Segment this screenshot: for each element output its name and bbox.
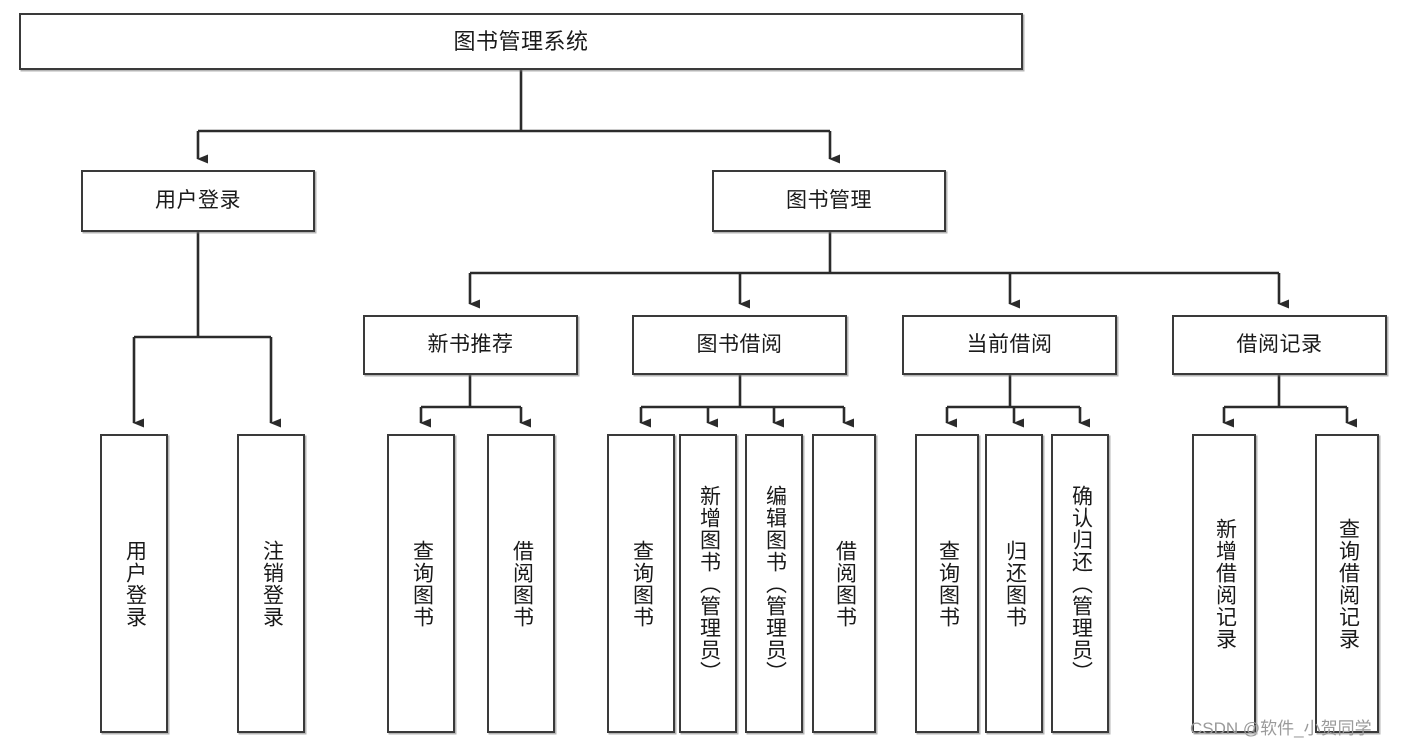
node-label: 新书推荐 [427,332,514,356]
node-leaf-return-book[interactable]: 归还图书 [985,434,1043,733]
node-leaf-add-borrow-record[interactable]: 新增借阅记录 [1192,434,1256,733]
node-leaf-edit-book[interactable]: 编辑图书（管理员） [745,434,803,733]
node-label: 查询图书 [630,539,654,628]
node-book-management[interactable]: 图书管理 [712,170,946,232]
node-label: 借阅图书 [510,539,534,628]
node-label: 用户登录 [155,188,241,212]
node-label: 查询图书 [410,539,434,628]
node-label: 归还图书 [1003,539,1027,628]
node-label: 确认归还（管理员） [1069,484,1093,683]
node-book-borrow[interactable]: 图书借阅 [632,315,847,375]
node-leaf-query-book-2[interactable]: 查询图书 [607,434,675,733]
node-label: 查询借阅记录 [1336,517,1360,650]
node-leaf-borrow-book-1[interactable]: 借阅图书 [487,434,555,733]
node-leaf-borrow-book-2[interactable]: 借阅图书 [812,434,876,733]
node-label: 借阅记录 [1236,332,1323,356]
node-leaf-logout-login[interactable]: 注销登录 [237,434,305,733]
node-leaf-query-book-3[interactable]: 查询图书 [915,434,979,733]
csdn-watermark: CSDN @软件_小贺同学 [1190,719,1372,738]
node-user-login[interactable]: 用户登录 [81,170,315,232]
node-leaf-query-borrow-record[interactable]: 查询借阅记录 [1315,434,1379,733]
node-label: 查询图书 [936,539,960,628]
node-label: 用户登录 [123,539,147,628]
node-label: 新增图书（管理员） [697,484,721,683]
node-label: 注销登录 [260,539,284,628]
node-borrow-record[interactable]: 借阅记录 [1172,315,1387,375]
node-label: 图书借阅 [696,332,783,356]
node-leaf-query-book-1[interactable]: 查询图书 [387,434,455,733]
node-label: 新增借阅记录 [1213,517,1237,650]
node-label: 图书管理系统 [453,28,589,54]
node-label: 当前借阅 [966,332,1053,356]
node-current-borrow[interactable]: 当前借阅 [902,315,1117,375]
node-label: 图书管理 [786,188,872,212]
node-label: 借阅图书 [833,539,857,628]
node-leaf-user-login[interactable]: 用户登录 [100,434,168,733]
node-label: 编辑图书（管理员） [763,484,787,683]
node-leaf-add-book[interactable]: 新增图书（管理员） [679,434,737,733]
node-leaf-confirm-return[interactable]: 确认归还（管理员） [1051,434,1109,733]
node-book-management-system[interactable]: 图书管理系统 [19,13,1023,70]
node-new-book-recommend[interactable]: 新书推荐 [363,315,578,375]
